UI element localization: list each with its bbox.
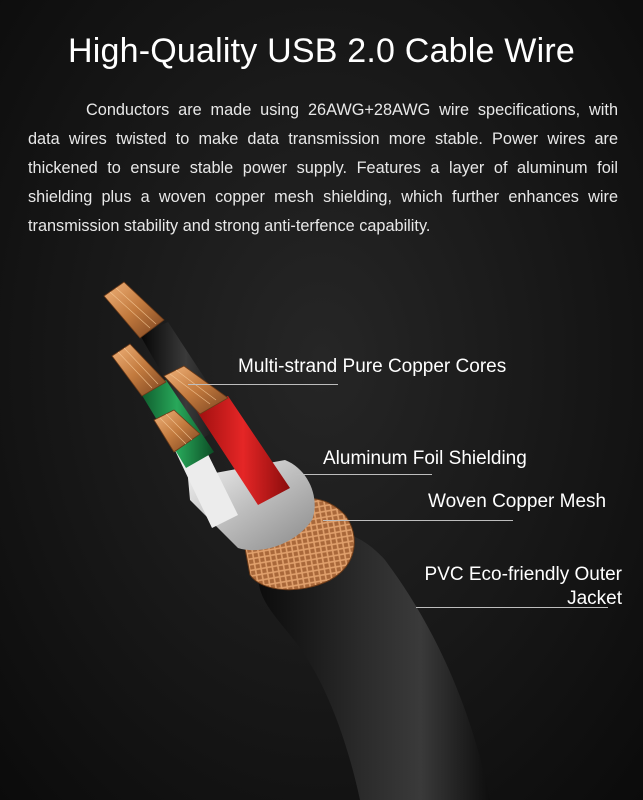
copper-strand-lines — [109, 287, 217, 445]
cable-cross-section-illustration — [103, 281, 490, 800]
red-wire — [196, 396, 290, 505]
callout-line-mesh — [323, 520, 513, 521]
callout-pvc-jacket: PVC Eco-friendly Outer Jacket — [424, 564, 622, 609]
callout-line-foil — [292, 474, 432, 475]
description-paragraph: Conductors are made using 26AWG+28AWG wi… — [28, 101, 618, 235]
copper-core-black — [103, 281, 165, 339]
copper-core-white — [153, 409, 201, 453]
copper-core-red — [163, 365, 229, 415]
page-title: High-Quality USB 2.0 Cable Wire — [68, 32, 575, 70]
callout-copper-cores: Multi-strand Pure Copper Cores — [238, 356, 507, 377]
callout-line-jacket — [416, 607, 608, 608]
outer-jacket — [258, 530, 490, 800]
callout-aluminum-foil: Aluminum Foil Shielding — [323, 448, 527, 469]
callout-line-cores — [188, 384, 338, 385]
callout-copper-mesh: Woven Copper Mesh — [428, 491, 607, 512]
